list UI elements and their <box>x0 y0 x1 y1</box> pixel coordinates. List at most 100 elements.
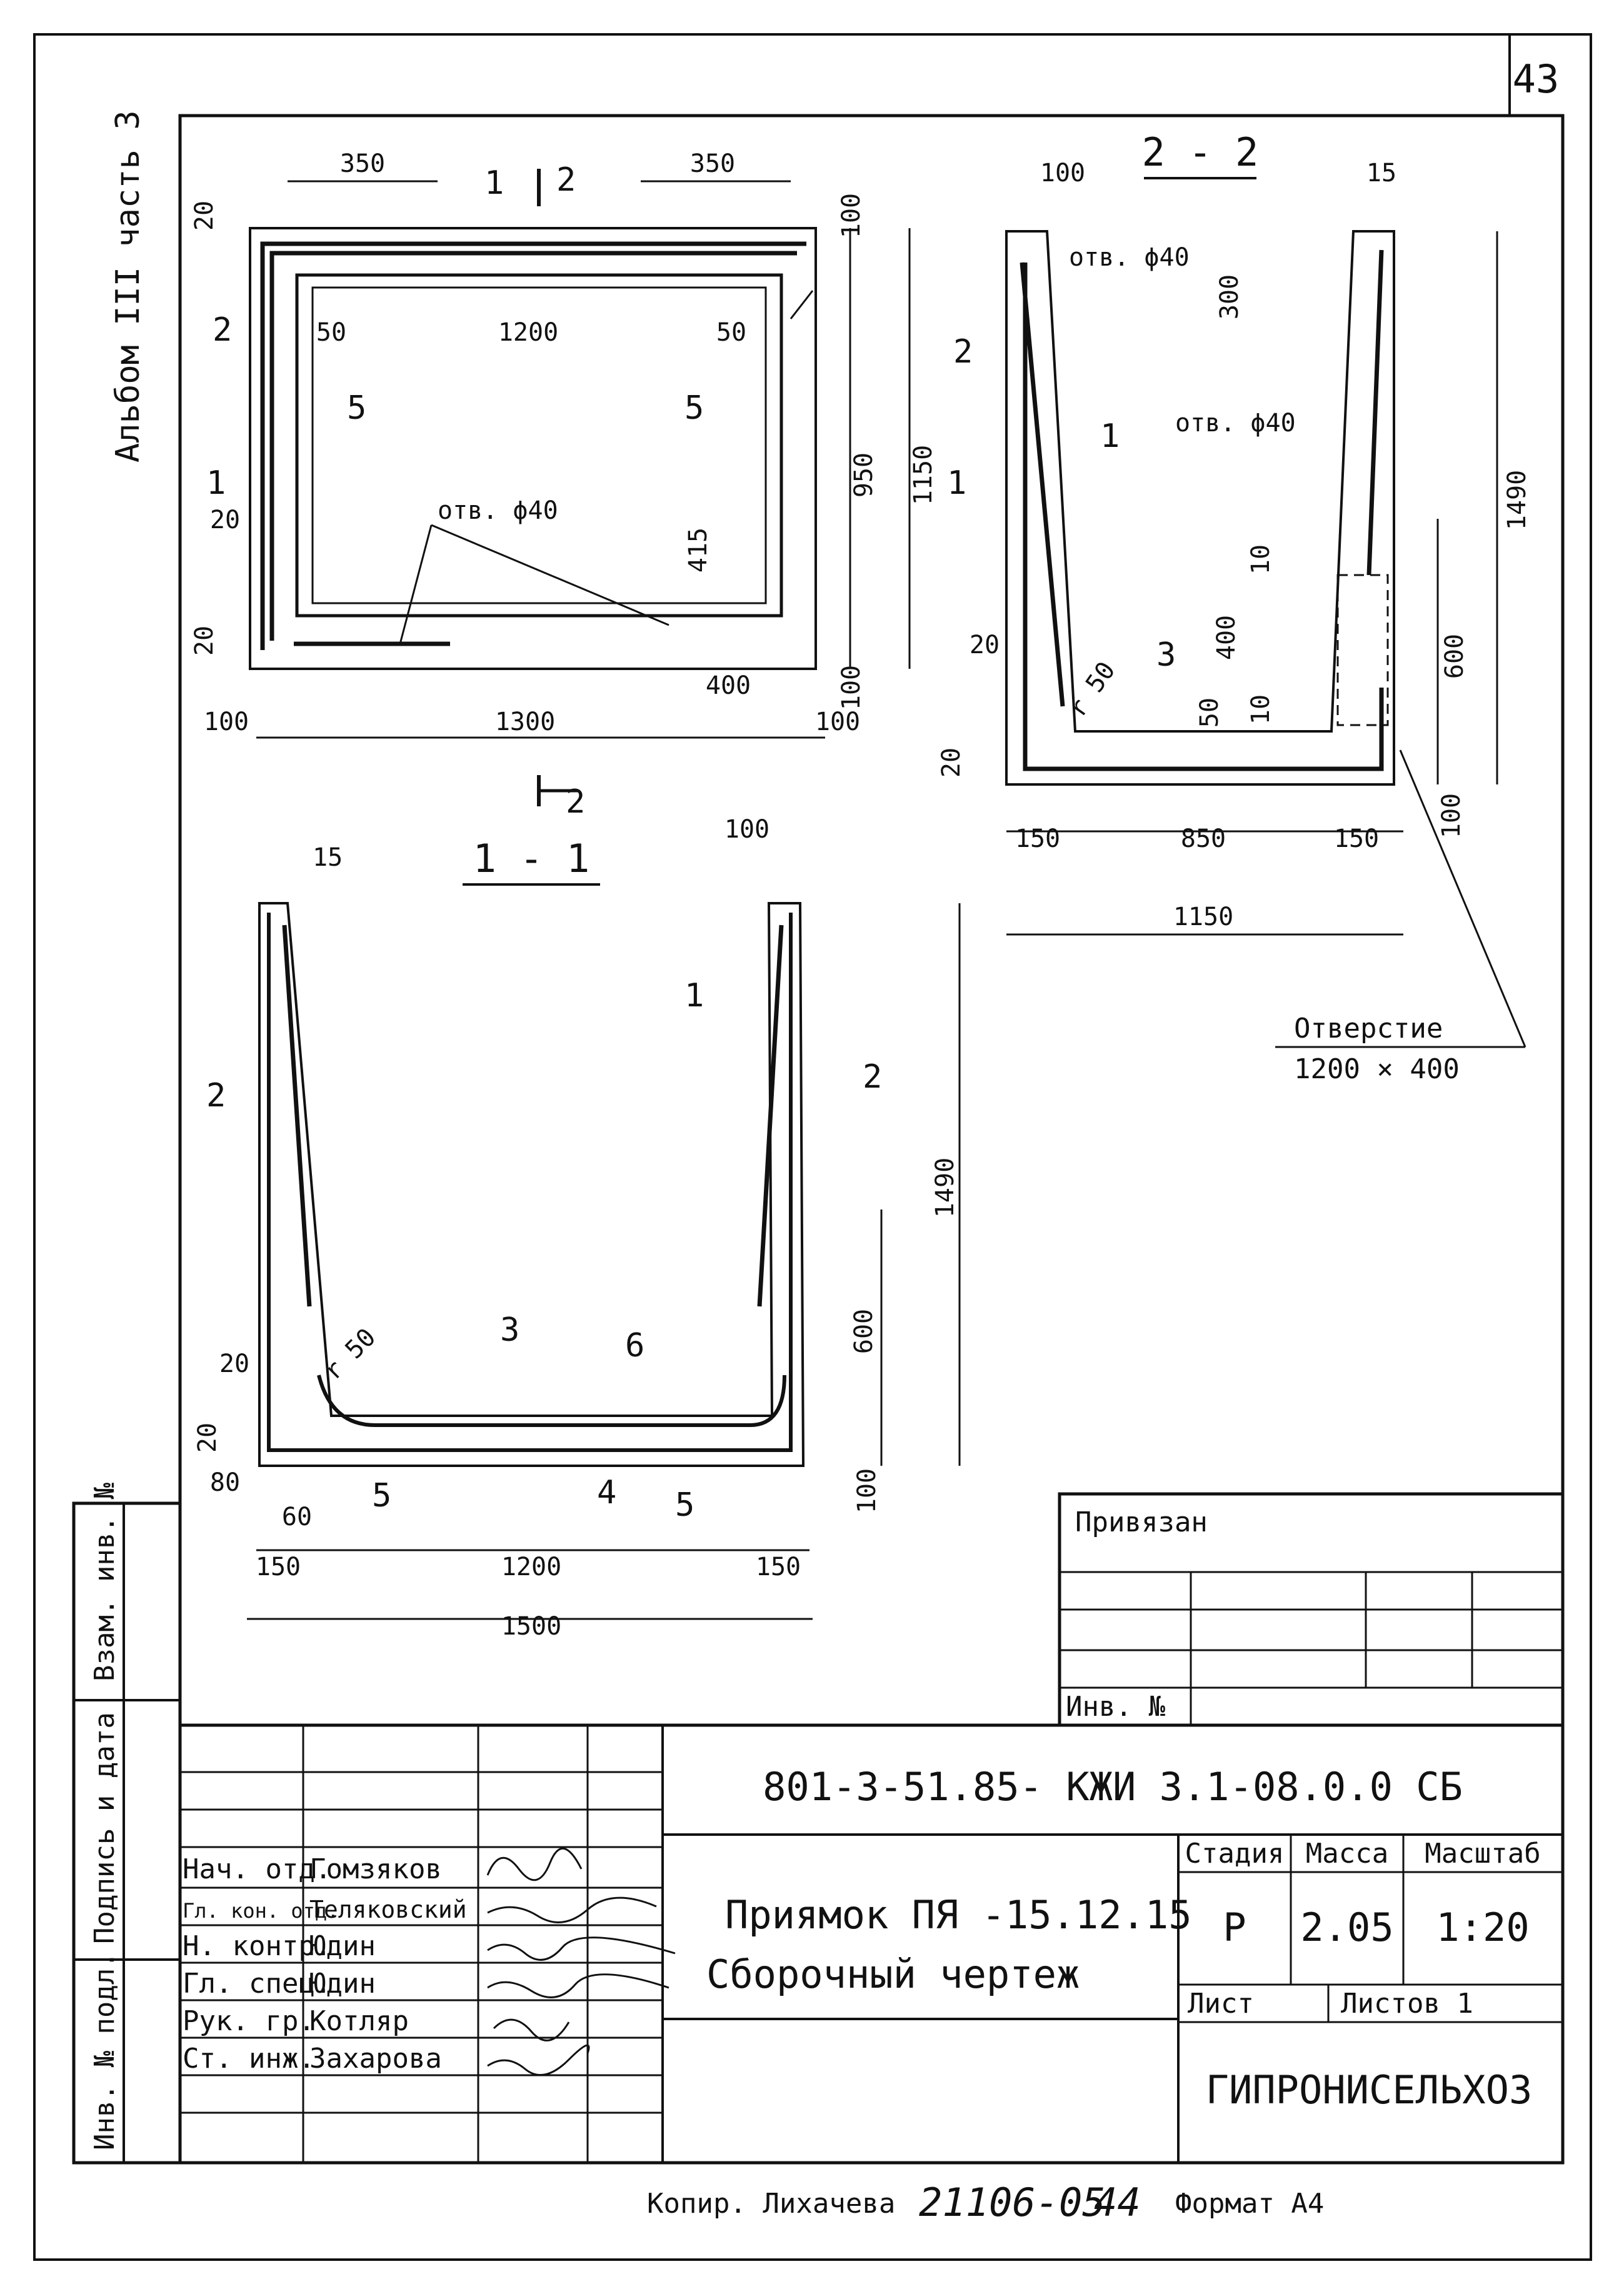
value-scale: 1:20 <box>1436 1905 1529 1950</box>
stamp-replaced-inv: Взам. инв. № <box>89 1483 121 1681</box>
name-3: Юдин <box>309 1930 376 1962</box>
plan-dim-20-top: 20 <box>190 201 219 231</box>
s22-dim-20-bottom: 20 <box>937 748 966 778</box>
plan-dim-inner-right: 50 <box>716 318 746 347</box>
section-1-1-body <box>258 902 805 1467</box>
header-scale: Масштаб <box>1425 1838 1540 1870</box>
plan-dim-20-mid: 20 <box>210 506 240 534</box>
s22-dim-10-top: 10 <box>1246 544 1275 574</box>
s11-marker-5-right: 5 <box>675 1486 694 1524</box>
s11-marker-2-right: 2 <box>863 1058 882 1096</box>
role-1: Нач. отд. <box>183 1853 331 1885</box>
binding-block: Привязан Инв. № <box>1058 1492 1565 1727</box>
sheet-label: Лист <box>1188 1988 1254 2020</box>
plan-view: 350 350 50 1200 50 950 1150 415 100 1300… <box>190 149 966 821</box>
s11-dim-bottom-center: 1200 <box>501 1553 561 1581</box>
s22-hole-label-right: отв. ϕ40 <box>1175 409 1296 438</box>
title-name-line1: Приямок ПЯ -15.12.15 <box>725 1892 1192 1938</box>
s11-marker-2-left: 2 <box>206 1077 226 1114</box>
plan-marker-2: 2 <box>213 311 232 349</box>
plan-dim-top-left: 350 <box>340 149 385 178</box>
section-2-2-title: 2 - 2 <box>1142 129 1259 175</box>
name-6: Захарова <box>309 2043 442 2075</box>
role-6: Ст. инж. <box>183 2043 315 2075</box>
header-mass: Масса <box>1306 1838 1388 1870</box>
album-label: Альбом III часть 3 <box>109 110 147 463</box>
plan-dim-100-top: 100 <box>837 193 866 238</box>
section-2-2-body <box>1005 230 1395 786</box>
role-5: Рук. гр. <box>183 2005 315 2037</box>
s22-dim-bottom-left: 150 <box>1015 824 1060 853</box>
s11-dim-20-bottom: 20 <box>193 1423 222 1453</box>
title-block: 801-3-51.85- КЖИ 3.1-08.0.0 СБ Приямок П… <box>178 1723 1565 2165</box>
plan-dim-20-bottom: 20 <box>190 626 219 656</box>
s11-dim-600: 600 <box>850 1309 878 1354</box>
plan-outline <box>249 227 817 670</box>
value-mass: 2.05 <box>1300 1905 1393 1950</box>
header-stage: Стадия <box>1185 1838 1285 1870</box>
s22-dim-1490: 1490 <box>1503 470 1531 530</box>
stamp-original-inv: Инв. № подл. <box>89 1951 121 2150</box>
footer-page: 44 <box>1094 2180 1141 2225</box>
section-mark-1-right: 1 <box>947 464 966 502</box>
plan-dim-100-bottom: 100 <box>837 665 866 710</box>
section-mark-2-bottom: 2 <box>566 783 585 821</box>
opening-note-size: 1200 × 400 <box>1294 1053 1460 1085</box>
name-4: Юдин <box>309 1968 376 2000</box>
plan-dim-1150: 1150 <box>909 445 938 505</box>
binding-title: Привязан <box>1075 1506 1208 1538</box>
s11-marker-4: 4 <box>597 1474 616 1511</box>
plan-dim-inner-left: 50 <box>316 318 346 347</box>
s11-marker-6: 6 <box>625 1327 644 1365</box>
s22-dim-bottom-center: 850 <box>1181 824 1226 853</box>
name-1: Гомзяков <box>309 1853 442 1885</box>
s22-marker-3: 3 <box>1156 636 1176 674</box>
section-1-1: 1 - 1 15 100 1490 600 100 20 20 80 60 15… <box>193 815 961 1641</box>
s22-hole-label-top: отв. ϕ40 <box>1069 243 1190 272</box>
s11-marker-5-left: 5 <box>372 1477 391 1515</box>
s22-dim-10-bottom: 10 <box>1246 694 1275 724</box>
title-name-line2: Сборочный чертеж <box>706 1951 1080 1997</box>
s22-dim-bottom-right: 150 <box>1334 824 1379 853</box>
organization: ГИПРОНИСЕЛЬХОЗ <box>1206 2067 1533 2113</box>
s22-marker-1: 1 <box>1100 418 1120 455</box>
s11-dim-100-bottom: 100 <box>853 1468 881 1513</box>
s22-dim-600: 600 <box>1440 634 1469 679</box>
section-mark-1-left: 1 <box>206 464 226 502</box>
s11-marker-1: 1 <box>684 977 704 1014</box>
s22-marker-2: 2 <box>953 333 973 371</box>
plan-marker-5-left: 5 <box>347 389 366 427</box>
role-3: Н. контр. <box>183 1930 331 1962</box>
opening-note: Отверстие 1200 × 400 <box>1275 749 1526 1085</box>
s22-dim-300: 300 <box>1215 274 1244 319</box>
name-2: Теляковский <box>309 1896 467 1923</box>
plan-dim-top-right: 350 <box>690 149 735 178</box>
plan-dim-950: 950 <box>850 453 878 498</box>
plan-marker-1: 1 <box>484 164 504 202</box>
section-1-1-title: 1 - 1 <box>473 836 590 881</box>
plan-dim-bottom-center: 1300 <box>495 708 555 736</box>
s11-marker-3: 3 <box>500 1311 519 1349</box>
plan-dim-inner-center: 1200 <box>498 318 558 347</box>
plan-inner <box>295 273 783 618</box>
plan-dim-bottom-left: 100 <box>204 708 249 736</box>
s11-dim-bottom-right: 150 <box>756 1553 801 1581</box>
s11-dim-15: 15 <box>313 843 343 872</box>
s11-dim-total: 1500 <box>501 1612 561 1641</box>
s22-dim-20-side: 20 <box>970 631 1000 659</box>
role-2: Гл. кон. отд. <box>183 1899 339 1923</box>
plan-opening <box>311 286 767 604</box>
sheets-label: Листов 1 <box>1341 1988 1473 2020</box>
footer-format: Формат А4 <box>1175 2188 1324 2220</box>
s11-dim-bottom-left: 150 <box>256 1553 301 1581</box>
s22-dim-400: 400 <box>1212 615 1241 660</box>
s11-dim-100: 100 <box>724 815 769 844</box>
s11-dim-1490: 1490 <box>931 1158 960 1218</box>
footer-number: 21106-05 <box>919 2180 1106 2225</box>
s22-dim-100-bottom: 100 <box>1437 793 1466 838</box>
s11-dim-20-side: 20 <box>219 1350 249 1378</box>
section-mark-2-top: 2 <box>556 161 576 199</box>
s22-dim-15: 15 <box>1366 159 1396 188</box>
role-4: Гл. спец. <box>183 1968 331 2000</box>
